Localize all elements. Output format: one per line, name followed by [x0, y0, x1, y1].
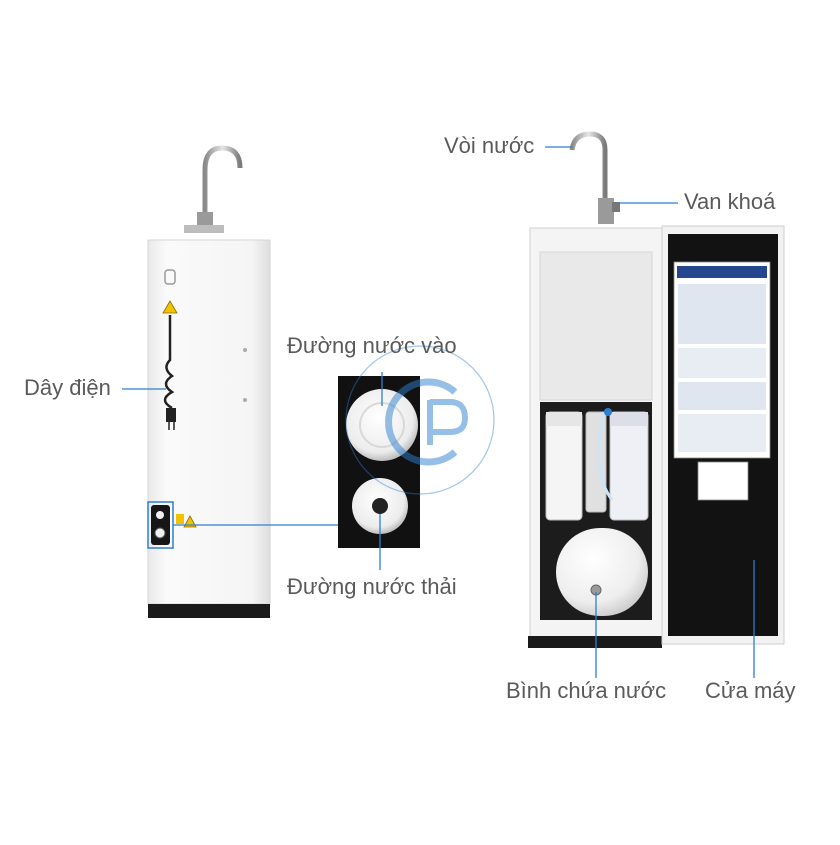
label-power-cord: Dây điện	[24, 375, 111, 400]
membrane-housing-icon	[585, 411, 607, 513]
left-base	[148, 604, 270, 618]
label-storage-tank: Bình chứa nước	[506, 678, 667, 703]
port-sticker	[176, 514, 184, 524]
sheet-section	[678, 382, 766, 410]
watermark-logo-mark	[385, 378, 458, 466]
label-valve: Van khoá	[684, 189, 776, 214]
label-faucet: Vòi nước	[444, 133, 535, 158]
filter-cap	[546, 412, 582, 426]
sheet-header	[677, 266, 767, 278]
warning-icon	[162, 300, 178, 314]
cord-hanger-icon	[164, 269, 176, 285]
filter-cap	[610, 412, 648, 426]
label-machine-door: Cửa máy	[705, 678, 796, 703]
watermark-logo-icon	[345, 345, 495, 495]
warranty-card	[697, 461, 749, 501]
right-base	[528, 636, 662, 648]
filter-cartridge-icon	[609, 411, 649, 521]
outlet-hole-icon	[372, 498, 388, 514]
right-faucet-icon	[569, 131, 608, 222]
screw-icon	[243, 398, 247, 402]
left-faucet-handle	[184, 225, 224, 233]
label-waste-outlet: Đường nước thải	[287, 574, 457, 599]
right-unit	[528, 131, 785, 648]
left-unit	[147, 145, 271, 618]
sheet-section	[678, 348, 766, 378]
label-water-inlet: Đường nước vào	[287, 333, 457, 358]
port-panel	[151, 505, 170, 545]
power-plug-icon	[166, 408, 176, 422]
right-faucet-body	[598, 198, 614, 224]
warning-icon	[183, 515, 197, 528]
watermark-logo-mark	[427, 399, 469, 445]
sheet-section	[678, 414, 766, 452]
valve-handle-icon	[612, 202, 620, 212]
left-faucet-icon	[202, 145, 243, 228]
storage-tank-icon	[556, 528, 648, 616]
screw-icon	[243, 348, 247, 352]
inner-panel	[539, 251, 653, 401]
water-tube-icon	[597, 411, 614, 501]
power-cord-icon	[163, 315, 175, 410]
tube-fitting-icon	[604, 408, 612, 416]
sheet-section	[678, 284, 766, 344]
inlet-port-icon	[156, 511, 164, 519]
outlet-port-icon	[154, 527, 166, 539]
ports-inset	[338, 345, 495, 548]
leader-lines	[122, 146, 755, 678]
inlet-cap-icon	[346, 389, 418, 461]
filter-cartridge-icon	[545, 411, 583, 521]
